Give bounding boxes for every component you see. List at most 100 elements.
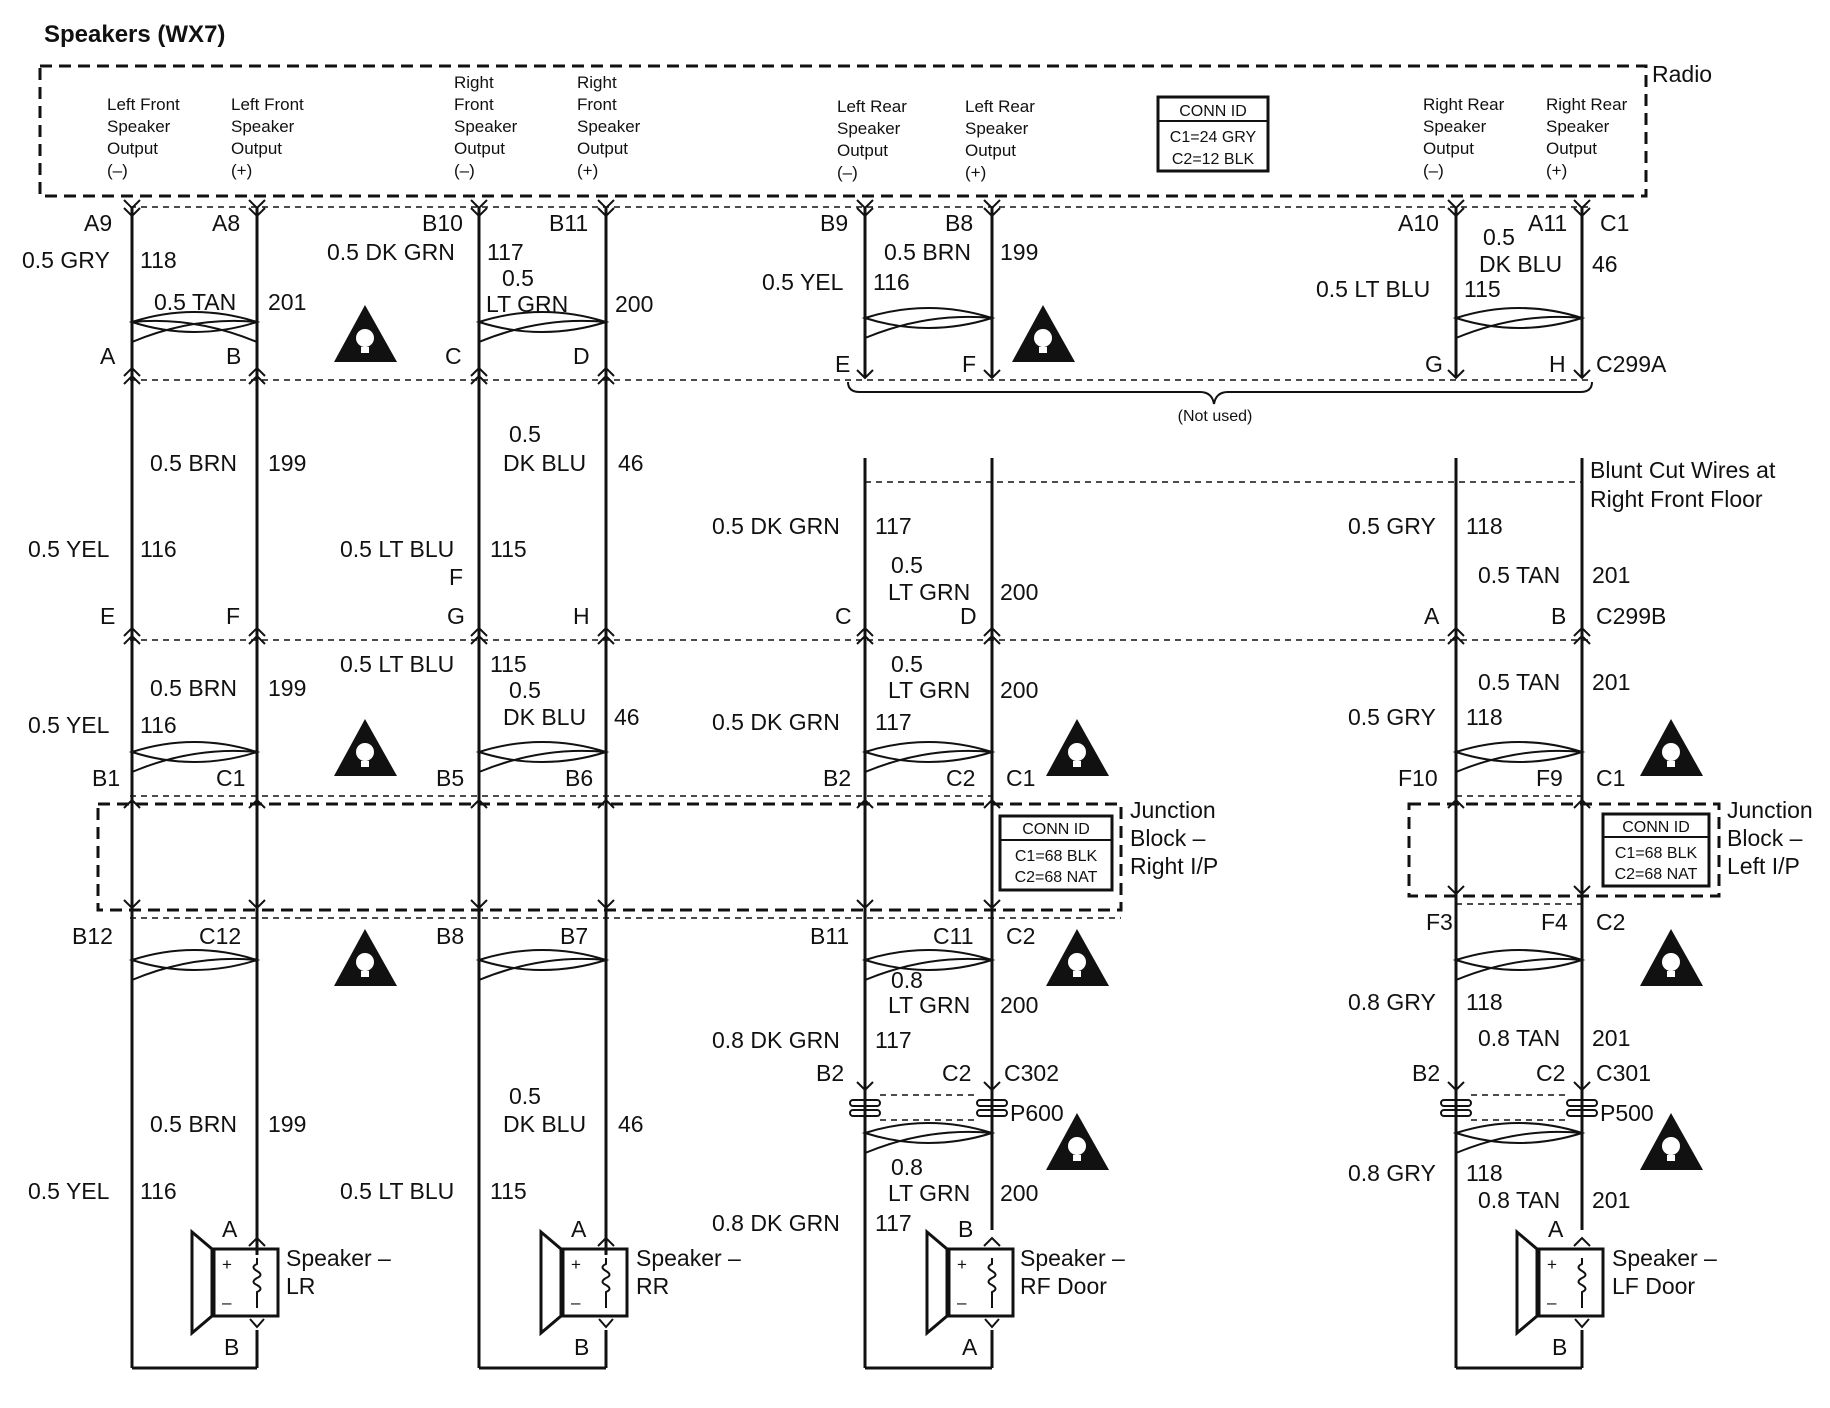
svg-text:C2: C2 — [1006, 923, 1035, 949]
svg-text:C1: C1 — [1596, 765, 1625, 791]
svg-text:118: 118 — [1466, 513, 1503, 539]
svg-text:E: E — [100, 603, 115, 629]
c302-p600-connector: B2 C2 C302 P600 — [816, 1060, 1064, 1126]
svg-text:0.5 GRY: 0.5 GRY — [1348, 704, 1436, 730]
svg-text:0.8 GRY: 0.8 GRY — [1348, 1160, 1436, 1186]
svg-text:C2=12 BLK: C2=12 BLK — [1172, 151, 1255, 168]
svg-text:C2=68 NAT: C2=68 NAT — [1015, 869, 1098, 886]
radio-cavities — [123, 199, 1591, 218]
svg-text:115: 115 — [490, 1178, 527, 1204]
svg-text:200: 200 — [615, 291, 653, 317]
c301-p500-connector: B2 C2 C301 P500 — [1412, 1060, 1654, 1126]
svg-text:Speaker –: Speaker – — [1612, 1245, 1717, 1271]
svg-text:LR: LR — [286, 1273, 315, 1299]
pin-b8: B8 — [945, 210, 973, 236]
svg-text:C2: C2 — [942, 1060, 971, 1086]
radio-output-rr-neg: Right Rear Speaker Output (–) — [1423, 95, 1505, 180]
svg-text:199: 199 — [268, 675, 306, 701]
speaker-rr: A + – Speaker – RR B — [539, 1216, 741, 1360]
diagram-title: Speakers (WX7) — [44, 21, 225, 48]
svg-text:0.8: 0.8 — [891, 967, 923, 993]
svg-text:Speaker: Speaker — [454, 117, 518, 136]
svg-text:LT GRN: LT GRN — [888, 579, 970, 605]
svg-text:200: 200 — [1000, 677, 1038, 703]
svg-text:0.5 YEL: 0.5 YEL — [28, 536, 110, 562]
svg-text:0.8 DK GRN: 0.8 DK GRN — [712, 1210, 840, 1236]
svg-text:117: 117 — [875, 709, 912, 735]
pin-c1-radio: C1 — [1600, 210, 1629, 236]
svg-text:Left I/P: Left I/P — [1727, 853, 1800, 879]
svg-text:DK BLU: DK BLU — [503, 1111, 586, 1137]
blunt-cut-line2: Right Front Floor — [1590, 486, 1763, 512]
svg-text:200: 200 — [1000, 579, 1038, 605]
speaker-lr: A + – Speaker – LR B — [190, 1216, 391, 1360]
svg-text:C2: C2 — [946, 765, 975, 791]
svg-text:Speaker: Speaker — [577, 117, 641, 136]
svg-text:C2=68 NAT: C2=68 NAT — [1615, 866, 1698, 883]
svg-text:B7: B7 — [560, 923, 588, 949]
svg-text:Output: Output — [107, 139, 158, 158]
svg-text:Left Rear: Left Rear — [965, 97, 1035, 116]
svg-text:Junction: Junction — [1130, 797, 1216, 823]
svg-text:C1: C1 — [1006, 765, 1035, 791]
pin-b10: B10 — [422, 210, 463, 236]
svg-text:(–): (–) — [454, 161, 475, 180]
svg-text:0.8: 0.8 — [891, 1154, 923, 1180]
svg-text:(+): (+) — [965, 163, 986, 182]
svg-text:0.5 TAN: 0.5 TAN — [1478, 669, 1560, 695]
svg-text:F10: F10 — [1398, 765, 1438, 791]
svg-text:0.8 GRY: 0.8 GRY — [1348, 989, 1436, 1015]
svg-text:0.5 YEL: 0.5 YEL — [762, 269, 844, 295]
svg-text:B1: B1 — [92, 765, 120, 791]
svg-text:C: C — [445, 343, 462, 369]
svg-text:115: 115 — [1464, 276, 1501, 302]
svg-text:115: 115 — [490, 651, 527, 677]
svg-text:B2: B2 — [816, 1060, 844, 1086]
pin-a9: A9 — [84, 210, 112, 236]
svg-text:0.8 TAN: 0.8 TAN — [1478, 1025, 1560, 1051]
svg-text:Output: Output — [454, 139, 505, 158]
svg-text:A: A — [1424, 603, 1440, 629]
svg-text:C: C — [835, 603, 852, 629]
svg-text:0.5: 0.5 — [509, 421, 541, 447]
rr-lower-wire-labels: 0.5 DK BLU 46 0.5 LT BLU 115 — [340, 1083, 644, 1204]
svg-text:H: H — [1549, 351, 1566, 377]
svg-text:(–): (–) — [1423, 161, 1444, 180]
radio-conn-id: CONN ID C1=24 GRY C2=12 BLK — [1156, 95, 1270, 173]
junction-block-right-ip: B1 C1 B5 B6 B2 C2 C1 B12 C12 B8 B7 B11 C… — [72, 765, 1218, 949]
svg-text:P500: P500 — [1600, 1100, 1654, 1126]
svg-text:Junction: Junction — [1727, 797, 1813, 823]
blunt-cut-line1: Blunt Cut Wires at — [1590, 457, 1776, 483]
svg-text:A: A — [222, 1216, 238, 1242]
svg-text:–: – — [1547, 1293, 1557, 1312]
svg-text:46: 46 — [618, 450, 644, 476]
radio-output-lr-neg: Left Rear Speaker Output (–) — [837, 97, 907, 182]
c299b-label: C299B — [1596, 603, 1666, 629]
svg-text:RF Door: RF Door — [1020, 1273, 1107, 1299]
svg-text:118: 118 — [1466, 704, 1503, 730]
svg-text:201: 201 — [1592, 1025, 1630, 1051]
pin-a11: A11 — [1528, 210, 1567, 236]
svg-text:+: + — [1547, 1255, 1557, 1274]
svg-text:0.5 BRN: 0.5 BRN — [884, 239, 971, 265]
svg-text:Speaker –: Speaker – — [286, 1245, 391, 1271]
svg-text:DK BLU: DK BLU — [503, 704, 586, 730]
svg-text:0.8 TAN: 0.8 TAN — [1478, 1187, 1560, 1213]
circuit-wires — [130, 208, 1584, 1370]
svg-text:E: E — [835, 351, 850, 377]
svg-text:P600: P600 — [1010, 1100, 1064, 1126]
svg-text:Right I/P: Right I/P — [1130, 853, 1218, 879]
svg-text:+: + — [571, 1255, 581, 1274]
radio-wire-labels: 0.5 GRY 118 0.5 TAN 201 0.5 DK GRN 117 0… — [22, 224, 1618, 317]
svg-text:116: 116 — [873, 269, 910, 295]
svg-text:B: B — [1552, 1334, 1567, 1360]
svg-text:118: 118 — [1466, 989, 1503, 1015]
svg-text:0.5: 0.5 — [509, 677, 541, 703]
svg-text:B6: B6 — [565, 765, 593, 791]
svg-text:0.5 LT BLU: 0.5 LT BLU — [340, 651, 454, 677]
c299a-label: C299A — [1596, 351, 1667, 377]
svg-text:Front: Front — [454, 95, 494, 114]
svg-text:+: + — [957, 1255, 967, 1274]
svg-text:Speaker –: Speaker – — [1020, 1245, 1125, 1271]
